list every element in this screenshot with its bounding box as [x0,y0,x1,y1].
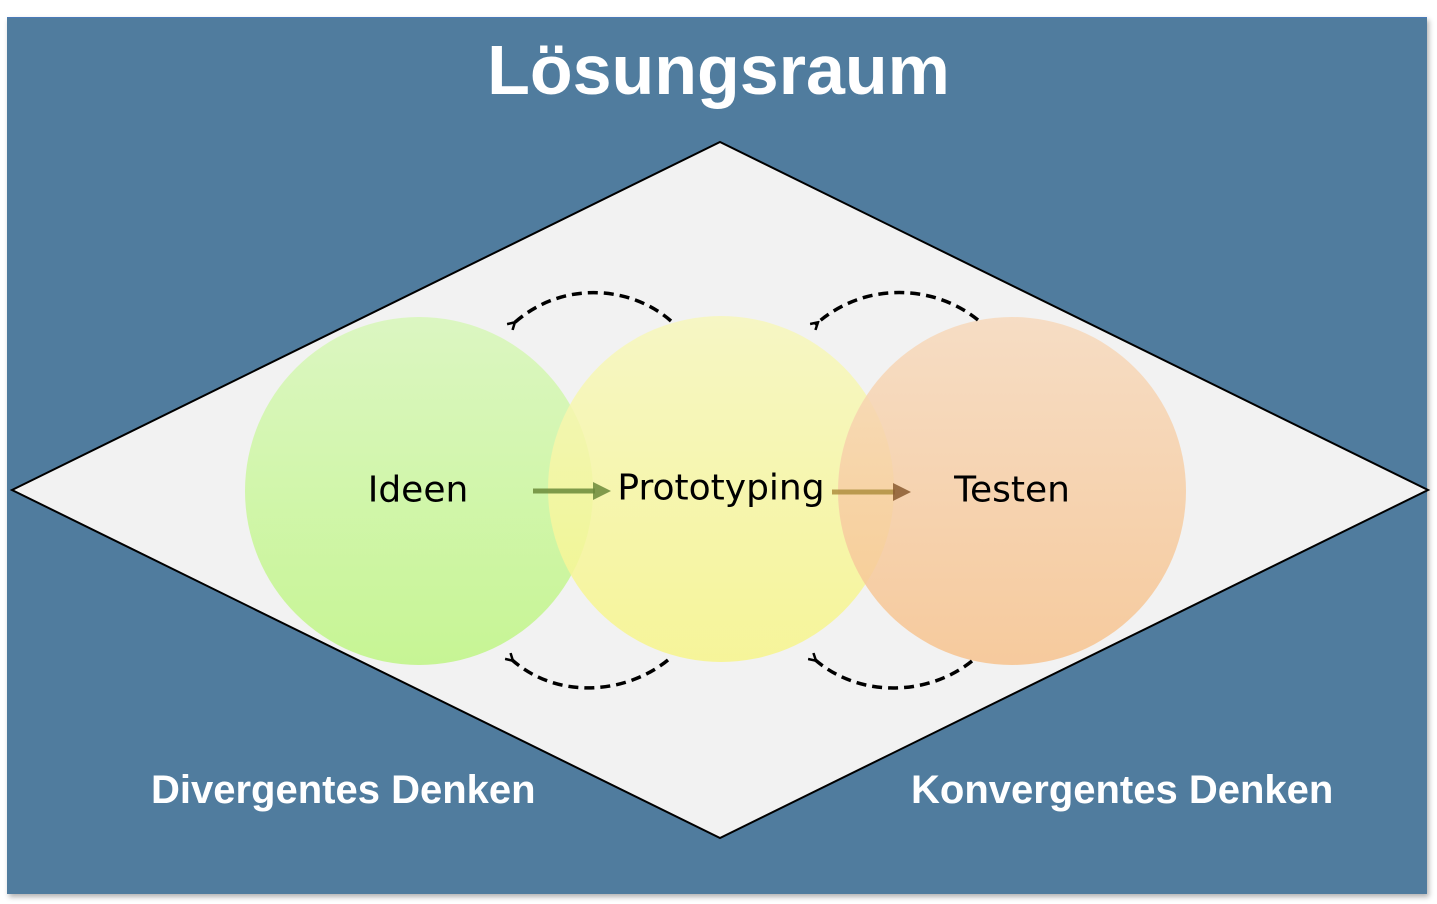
feedback-arrow-top-right [815,290,980,326]
phase-label-prototyping: Prototyping [617,467,825,509]
divergent-thinking-label: Divergentes Denken [151,768,536,812]
forward-arrow-prototyping-testen [832,483,911,501]
convergent-thinking-label: Konvergentes Denken [911,768,1334,812]
feedback-arrow-bottom-left [510,658,670,690]
phase-circle-ideen [245,317,593,665]
feedback-arrow-bottom-right [813,658,974,690]
feedback-arrow-top-left [512,290,673,325]
phase-circle-testen [838,317,1186,665]
forward-arrow-ideen-prototyping [533,482,611,500]
phase-circle-prototyping [548,316,894,662]
diagram-title: Lösungsraum [487,31,950,109]
phase-label-ideen: Ideen [367,469,469,511]
phase-label-testen: Testen [954,469,1070,511]
